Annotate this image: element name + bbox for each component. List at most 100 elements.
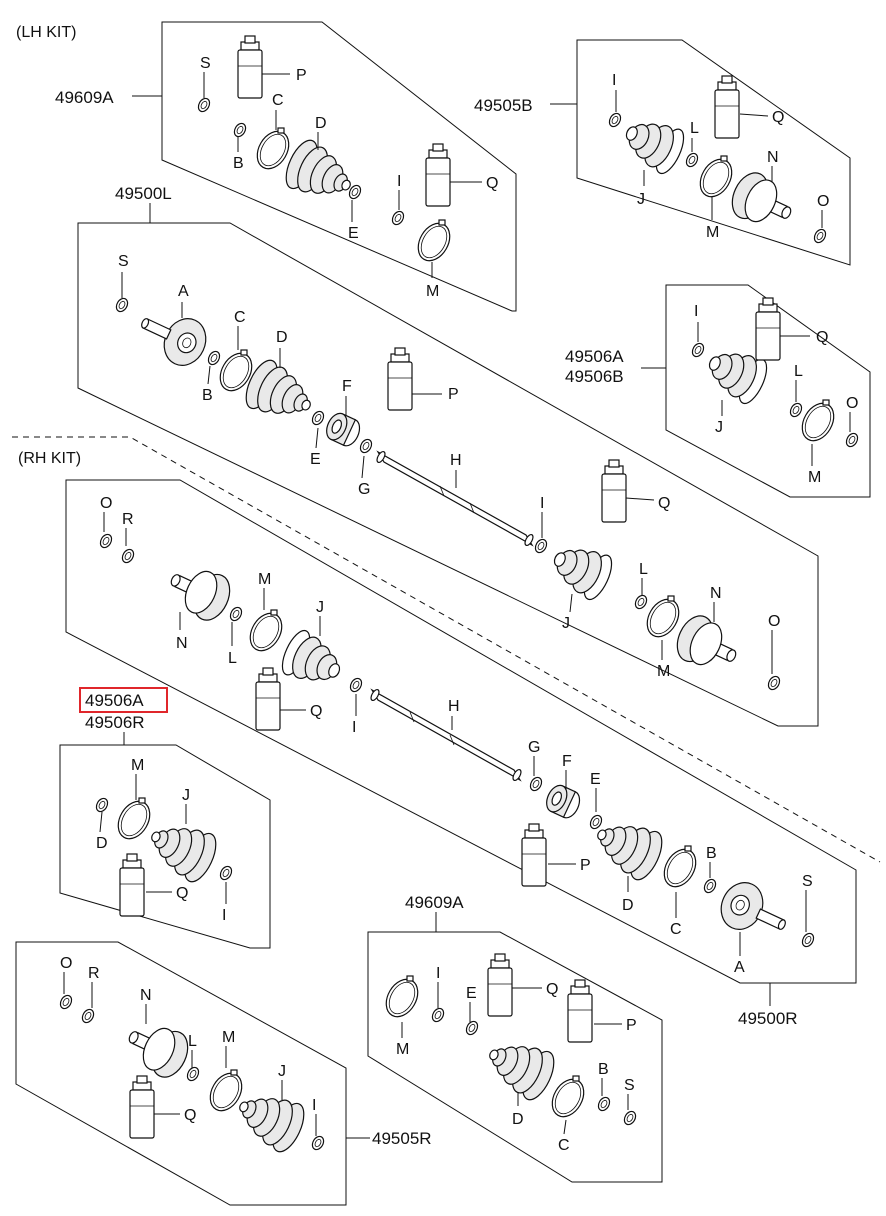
- callout-letter-n: N: [767, 149, 779, 166]
- ring-B-icon: [205, 348, 223, 368]
- callout-letter-c: C: [558, 1137, 570, 1154]
- callout-leader: [625, 497, 655, 501]
- grease-tube-Q-icon: [425, 143, 451, 207]
- ring-I-icon: [309, 1133, 327, 1153]
- callout-letter-o: O: [768, 613, 780, 630]
- callout-letter-j: J: [278, 1063, 286, 1080]
- callout-leader: [563, 1119, 567, 1135]
- part-number-49505R: 49505R: [372, 1129, 432, 1148]
- callout-letter-j: J: [715, 419, 723, 436]
- cv-joint-A-icon: [131, 299, 214, 373]
- callout-letter-s: S: [118, 253, 129, 270]
- callout-letter-d: D: [512, 1111, 524, 1128]
- callout-letter-b: B: [706, 845, 717, 862]
- clamp-C-icon: [545, 1073, 591, 1123]
- shaft-49500R-parts: [97, 531, 817, 950]
- ring-O-icon: [811, 226, 829, 246]
- ring-I-icon: [389, 208, 407, 228]
- part-number-49506A-rh-highlighted[interactable]: 49506A: [85, 691, 144, 710]
- boot-J-icon: [140, 811, 223, 887]
- grease-tube-P-icon: [567, 979, 593, 1043]
- callout-letter-e: E: [466, 985, 477, 1002]
- boot-J-icon: [616, 109, 690, 178]
- part-number-49500L: 49500L: [115, 184, 172, 203]
- ring-E-icon: [463, 1018, 481, 1038]
- grease-tube-Q-icon: [255, 667, 281, 731]
- damper-F-icon: [542, 781, 585, 822]
- clamp-M-icon: [111, 795, 157, 845]
- housing-N-icon: [724, 166, 801, 237]
- callout-letter-e: E: [310, 451, 321, 468]
- callout-letter-q: Q: [546, 981, 558, 998]
- ring-B-icon: [595, 1094, 613, 1114]
- callout-letter-f: F: [342, 378, 352, 395]
- callout-letter-m: M: [131, 757, 144, 774]
- shaft-H-icon: [376, 450, 534, 547]
- ring-G-icon: [357, 436, 375, 456]
- clamp-M-icon: [693, 153, 739, 203]
- callout-letter-f: F: [562, 753, 572, 770]
- kit-49505B-parts: [606, 75, 829, 246]
- housing-N-icon: [669, 609, 746, 680]
- kit-49506R-parts: [93, 795, 235, 917]
- callout-letter-m: M: [396, 1041, 409, 1058]
- callout-letter-j: J: [316, 599, 324, 616]
- callout-letter-i: I: [397, 173, 401, 190]
- callout-letter-l: L: [188, 1033, 197, 1050]
- ring-O-icon: [97, 531, 115, 551]
- damper-F-icon: [322, 409, 365, 450]
- grease-tube-P-icon: [237, 35, 263, 99]
- ring-L-icon: [227, 604, 245, 624]
- ring-G-icon: [527, 774, 545, 794]
- ring-B-icon: [701, 876, 719, 896]
- callout-letter-n: N: [140, 987, 152, 1004]
- callout-letter-c: C: [234, 309, 246, 326]
- callout-letter-l: L: [794, 363, 803, 380]
- callout-letter-b: B: [233, 155, 244, 172]
- callout-leader: [739, 113, 769, 117]
- callout-leader: [315, 427, 319, 449]
- callout-letter-e: E: [590, 771, 601, 788]
- part-number-49609A-rh: 49609A: [405, 893, 464, 912]
- ring-I-icon: [606, 110, 624, 130]
- callout-letter-m: M: [222, 1029, 235, 1046]
- callout-letter-i: I: [352, 719, 356, 736]
- callout-letter-j: J: [562, 615, 570, 632]
- callout-letter-i: I: [312, 1097, 316, 1114]
- boot-D-icon: [478, 1029, 561, 1105]
- callout-letter-p: P: [296, 67, 307, 84]
- callout-letter-h: H: [450, 452, 462, 469]
- rh-kit-label: (RH KIT): [18, 450, 81, 467]
- callout-letter-d: D: [276, 329, 288, 346]
- callout-letter-d: D: [96, 835, 108, 852]
- clamp-M-icon: [243, 607, 289, 657]
- ring-L-icon: [184, 1064, 202, 1084]
- callout-letter-e: E: [348, 225, 359, 242]
- callout-leader: [569, 593, 573, 613]
- ring-I-icon: [217, 863, 235, 883]
- part-number-49506R: 49506R: [85, 713, 145, 732]
- callout-letter-q: Q: [658, 495, 670, 512]
- boot-J-icon: [544, 535, 618, 604]
- lh-kit-label: (LH KIT): [16, 24, 76, 41]
- ring-I-icon: [347, 675, 365, 695]
- boot-J-icon: [276, 626, 350, 695]
- grease-tube-Q-icon: [714, 75, 740, 139]
- callout-letter-g: G: [358, 481, 370, 498]
- callout-leader: [99, 811, 103, 833]
- callout-letter-j: J: [182, 787, 190, 804]
- callout-letter-m: M: [258, 571, 271, 588]
- callout-letter-q: Q: [772, 109, 784, 126]
- callout-letter-a: A: [734, 959, 745, 976]
- shaft-H-icon: [370, 688, 522, 782]
- ring-I-icon: [532, 536, 550, 556]
- callout-letter-m: M: [657, 663, 670, 680]
- ring-E-icon: [587, 812, 605, 832]
- callout-letter-m: M: [426, 283, 439, 300]
- ring-L-icon: [683, 150, 701, 170]
- part-number-49500R: 49500R: [738, 1009, 798, 1028]
- callout-letter-m: M: [808, 469, 821, 486]
- callout-letter-o: O: [846, 395, 858, 412]
- ring-S-icon: [621, 1108, 639, 1128]
